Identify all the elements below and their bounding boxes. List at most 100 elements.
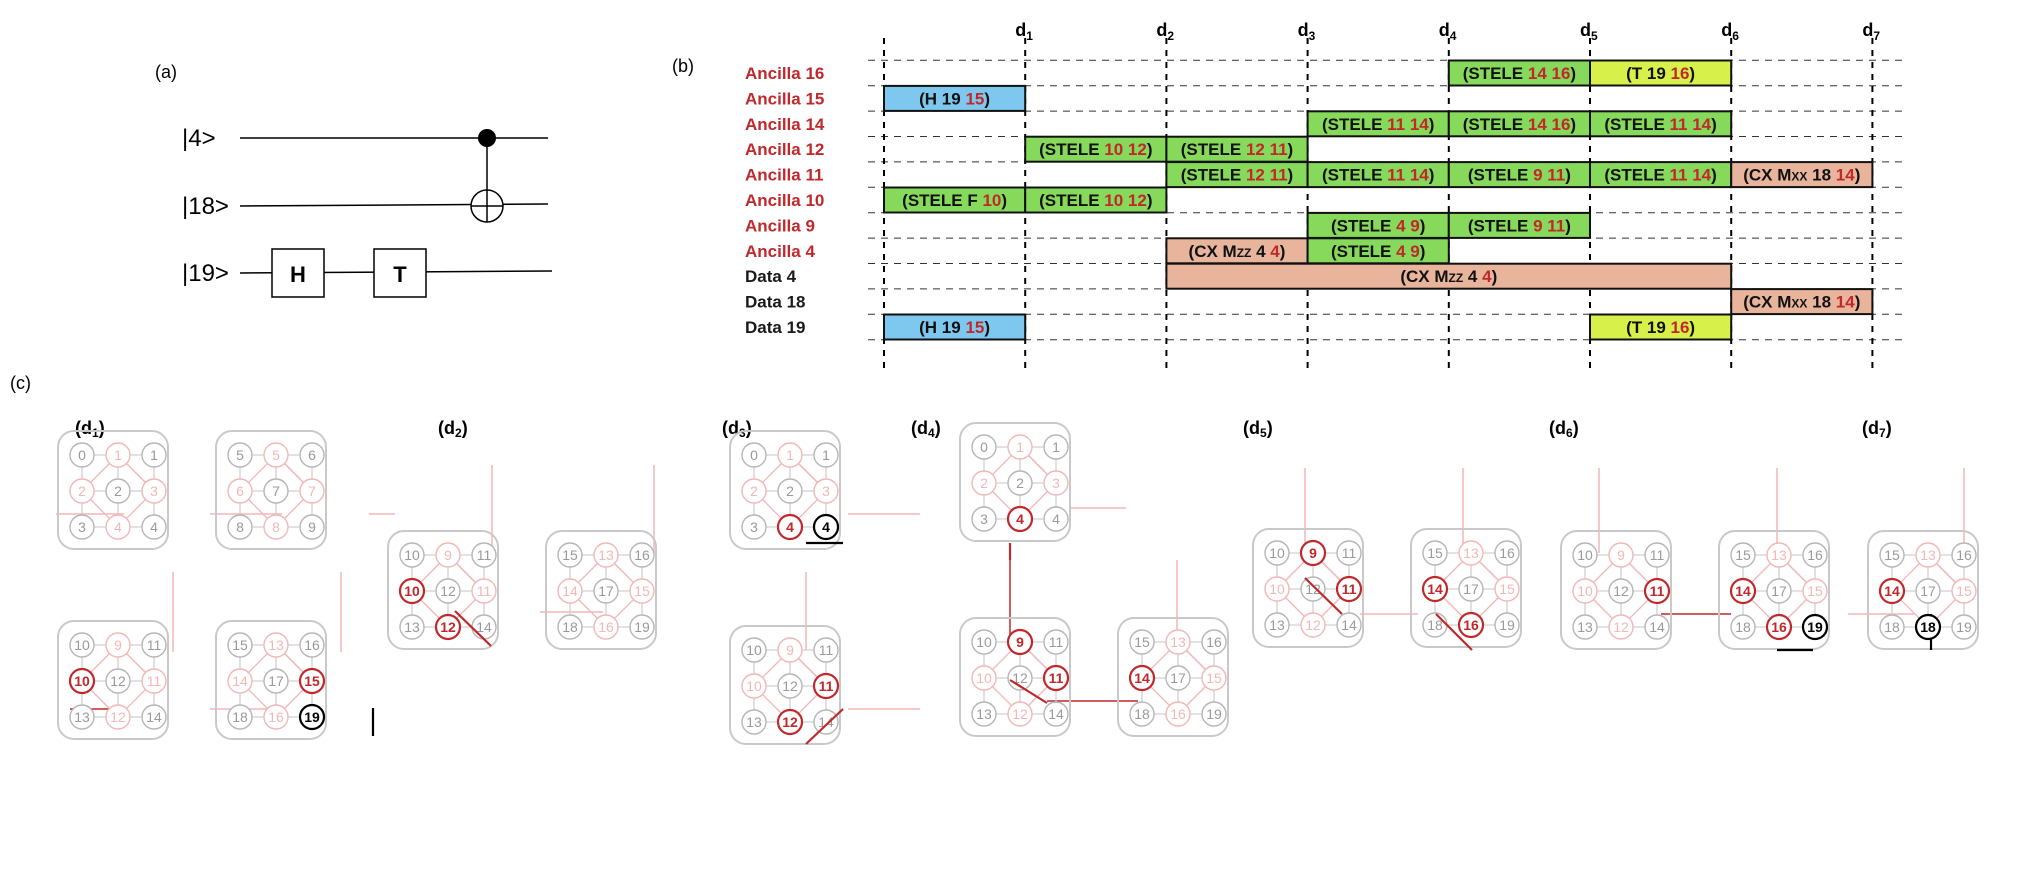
lattice-node xyxy=(263,514,289,540)
node-label: 12 xyxy=(110,709,126,725)
active-node-label: 11 xyxy=(1049,670,1064,686)
lattice-node xyxy=(1572,614,1598,640)
lattice-node xyxy=(813,709,839,735)
lattice-node xyxy=(741,673,767,699)
operation-box xyxy=(1165,262,1733,290)
lattice-node xyxy=(141,478,167,504)
active-node xyxy=(298,667,326,695)
lattice-node xyxy=(1951,542,1977,568)
tile-frame xyxy=(729,625,841,745)
active-node xyxy=(1128,664,1156,692)
time-label: d6 xyxy=(1721,20,1739,43)
lattice-node xyxy=(141,514,167,540)
tile-frame xyxy=(215,430,327,550)
active-node-label: 16 xyxy=(1463,617,1479,633)
lattice-node xyxy=(1129,701,1155,727)
time-label: d3 xyxy=(1298,20,1316,43)
node-label: 4 xyxy=(150,519,158,535)
time-label: d2 xyxy=(1156,20,1174,43)
lattice-node xyxy=(435,578,461,604)
operation-box xyxy=(1024,135,1168,163)
lattice-node xyxy=(105,478,131,504)
lattice-node xyxy=(1879,614,1905,640)
node-label: 16 xyxy=(304,637,320,653)
lattice-node xyxy=(813,637,839,663)
operation-label: (STELE 9 11) xyxy=(1468,216,1571,235)
node-label: 19 xyxy=(1499,617,1515,633)
node-label: 10 xyxy=(1577,583,1593,599)
active-node-label: 12 xyxy=(782,714,798,730)
lattice-connectors xyxy=(56,465,1965,710)
lattice-node xyxy=(1201,701,1227,727)
snapshot-label-d5: (d5) xyxy=(1243,418,1273,440)
operation-label: (STELE 11 14) xyxy=(1604,166,1716,185)
lattice-node xyxy=(1043,434,1069,460)
node-label: 2 xyxy=(750,483,758,499)
row-label: Ancilla 14 xyxy=(745,115,825,134)
lattice-node xyxy=(69,704,95,730)
data-node-label: 18 xyxy=(1920,619,1936,635)
row-label: Ancilla 15 xyxy=(745,89,824,108)
tile-frame xyxy=(729,430,841,550)
node-label: 10 xyxy=(1269,581,1285,597)
active-node xyxy=(812,672,840,700)
node-label: 14 xyxy=(476,619,492,635)
lattice-node xyxy=(263,668,289,694)
tile-frame xyxy=(959,422,1071,542)
active-node xyxy=(1878,577,1906,605)
operation-label: (STELE 10 12) xyxy=(1039,191,1152,210)
active-node xyxy=(1729,577,1757,605)
lattice-node xyxy=(971,434,997,460)
lattice-node xyxy=(971,629,997,655)
node-label: 16 xyxy=(1170,706,1186,722)
node-label: 11 xyxy=(147,673,162,689)
lattice-node xyxy=(1007,701,1033,727)
node-label: 13 xyxy=(1463,545,1479,561)
node-label: 14 xyxy=(232,673,248,689)
operation-label: (STELE 11 14) xyxy=(1322,166,1434,185)
operation-label: (STELE 12 11) xyxy=(1181,140,1293,159)
node-label: 8 xyxy=(236,519,244,535)
snapshot-label-d1: (d1) xyxy=(75,418,105,440)
lattice-node xyxy=(1802,542,1828,568)
active-node-label: 15 xyxy=(304,673,320,689)
node-label: 2 xyxy=(1016,475,1024,491)
active-node xyxy=(1006,505,1034,533)
operation-label: (T 19 16) xyxy=(1626,64,1695,83)
node-label: 7 xyxy=(308,483,316,499)
node-label: 15 xyxy=(1735,547,1751,563)
node-label: 9 xyxy=(786,642,794,658)
node-label: 6 xyxy=(308,447,316,463)
active-node-label: 4 xyxy=(786,519,794,535)
lattice-node xyxy=(105,668,131,694)
lattice-node xyxy=(1043,629,1069,655)
lattice-node xyxy=(141,704,167,730)
operation-label: (STELE F 10) xyxy=(902,191,1007,210)
lattice-node xyxy=(1608,578,1634,604)
node-label: 12 xyxy=(1012,670,1028,686)
node-label: 11 xyxy=(477,547,492,563)
tile-frame xyxy=(959,617,1071,737)
lattice-node xyxy=(777,478,803,504)
lattice-node xyxy=(1572,542,1598,568)
lattice-node xyxy=(1494,540,1520,566)
row-label: Ancilla 10 xyxy=(745,191,824,210)
panel-a: (a) |4> |18> |19> H T xyxy=(155,62,553,298)
node-label: 5 xyxy=(236,447,244,463)
lattice-node xyxy=(227,704,253,730)
tile-frame xyxy=(1117,617,1229,737)
node-label: 15 xyxy=(232,637,248,653)
operation-label: (CX MZZ 4 4) xyxy=(1400,267,1497,286)
node-label: 16 xyxy=(1499,545,1515,561)
lattice-node xyxy=(69,478,95,504)
row-label: Ancilla 9 xyxy=(745,216,815,235)
node-label: 15 xyxy=(1884,547,1900,563)
row-label: Ancilla 4 xyxy=(745,242,815,261)
node-label: 17 xyxy=(1463,581,1479,597)
node-label: 15 xyxy=(1206,670,1222,686)
lattice-node xyxy=(777,637,803,663)
node-label: 1 xyxy=(1016,439,1024,455)
active-node-label: 10 xyxy=(74,673,90,689)
